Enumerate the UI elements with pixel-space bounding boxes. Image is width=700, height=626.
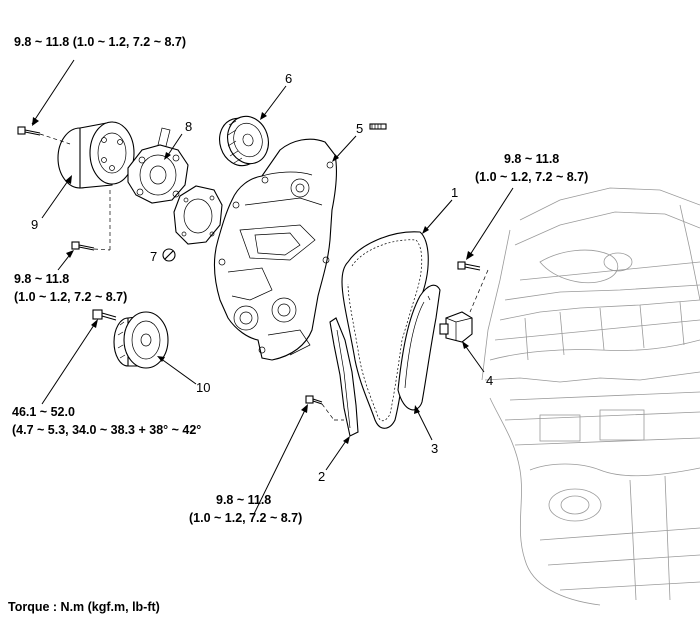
bolt-water-pump-pulley bbox=[17, 126, 41, 136]
torque-label-bottom-line1: 9.8 ~ 11.8 bbox=[216, 493, 271, 507]
callout-6: 6 bbox=[285, 71, 292, 86]
callout-8: 8 bbox=[185, 119, 192, 134]
torque-label-crank-line1: 46.1 ~ 52.0 bbox=[12, 405, 75, 419]
callout-1: 1 bbox=[451, 185, 458, 200]
callout-2: 2 bbox=[318, 469, 325, 484]
bolt-water-pump bbox=[71, 241, 95, 251]
torque-label-bottom-line2: (1.0 ~ 1.2, 7.2 ~ 8.7) bbox=[189, 511, 302, 525]
timing-chain bbox=[341, 231, 429, 429]
leader-lines bbox=[31, 59, 514, 515]
torque-label-right-line2: (1.0 ~ 1.2, 7.2 ~ 8.7) bbox=[475, 170, 588, 184]
callout-7: 7 bbox=[150, 249, 157, 264]
callout-4: 4 bbox=[486, 373, 493, 388]
no-reuse-icon bbox=[162, 248, 176, 262]
timing-chain-tensioner-arm bbox=[397, 284, 441, 411]
callout-10: 10 bbox=[196, 380, 210, 395]
torque-label-top-left: 9.8 ~ 11.8 (1.0 ~ 1.2, 7.2 ~ 8.7) bbox=[14, 35, 186, 49]
crankshaft-pulley bbox=[113, 311, 169, 369]
idler-pulley bbox=[219, 115, 269, 167]
timing-chain-tensioner bbox=[439, 311, 473, 343]
water-pump-pulley bbox=[57, 121, 135, 189]
water-pump-gasket bbox=[173, 185, 223, 245]
centerlines bbox=[39, 133, 489, 421]
torque-label-right-line1: 9.8 ~ 11.8 bbox=[504, 152, 559, 166]
water-pump bbox=[127, 127, 189, 204]
callout-5: 5 bbox=[356, 121, 363, 136]
callout-9: 9 bbox=[31, 217, 38, 232]
torque-label-left-mid-line2: (1.0 ~ 1.2, 7.2 ~ 8.7) bbox=[14, 290, 127, 304]
engine-block bbox=[481, 187, 700, 606]
torque-label-crank-line2: (4.7 ~ 5.3, 34.0 ~ 38.3 + 38° ~ 42° bbox=[12, 423, 201, 437]
timing-chain-guide bbox=[329, 317, 359, 437]
dowel-pin bbox=[369, 123, 387, 130]
torque-unit-note: Torque : N.m (kgf.m, lb-ft) bbox=[8, 600, 160, 614]
bolt-tensioner bbox=[457, 261, 481, 271]
callout-3: 3 bbox=[431, 441, 438, 456]
bolt-chain-guide bbox=[305, 395, 323, 405]
torque-label-left-mid-line1: 9.8 ~ 11.8 bbox=[14, 272, 69, 286]
timing-chain-cover bbox=[213, 138, 337, 361]
bolt-crankshaft-pulley bbox=[92, 309, 117, 321]
